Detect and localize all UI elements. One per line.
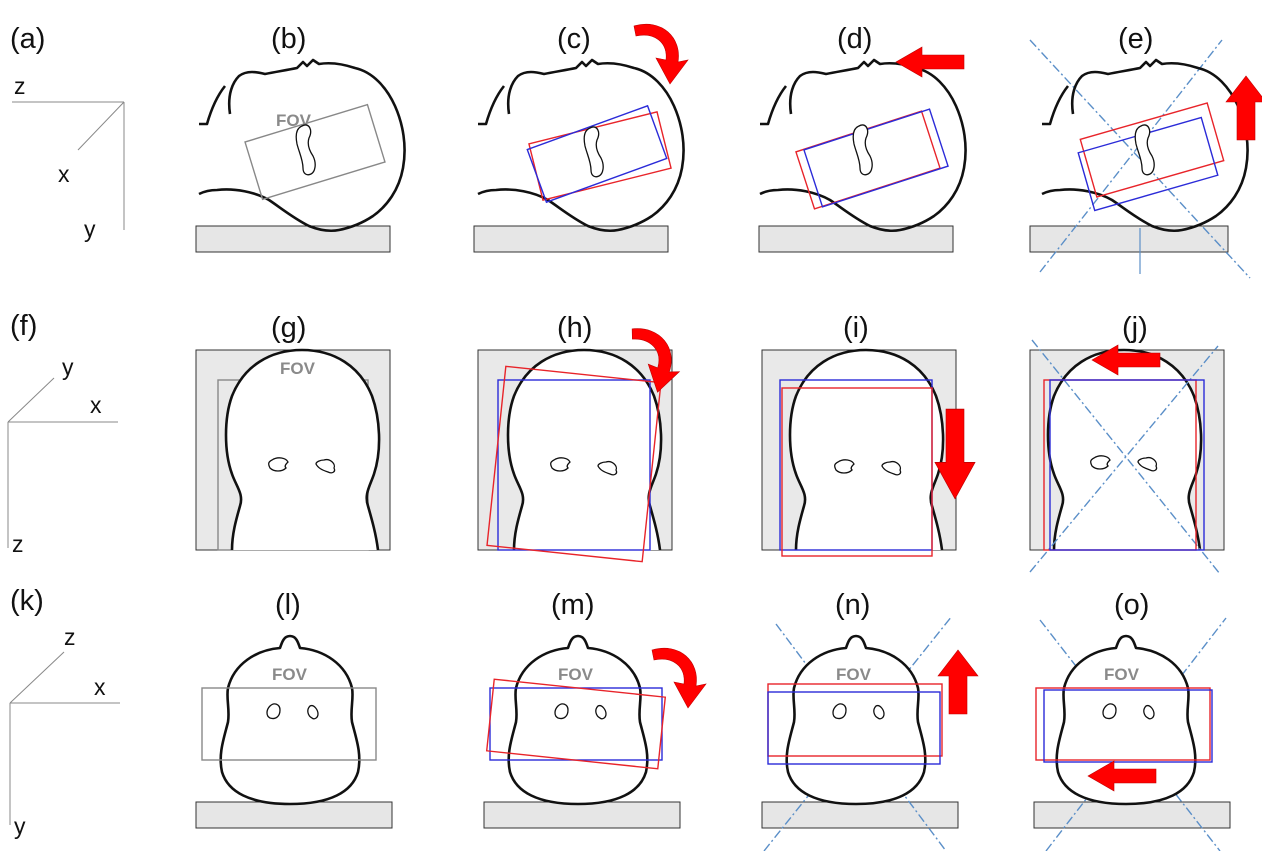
fov-label: FOV bbox=[558, 665, 594, 684]
panel-label-i: (i) bbox=[843, 312, 869, 344]
panel-label-f: (f) bbox=[10, 310, 37, 342]
panel-h bbox=[478, 327, 686, 562]
panel-label-k: (k) bbox=[10, 585, 44, 617]
panel-label-l: (l) bbox=[275, 589, 301, 621]
rotation-arrow-icon bbox=[652, 648, 706, 708]
axis-label-x: x bbox=[58, 161, 70, 187]
panel-g: FOV bbox=[196, 350, 390, 550]
panel-label-g: (g) bbox=[271, 312, 306, 344]
fov-label: FOV bbox=[280, 359, 316, 378]
panel-label-b: (b) bbox=[271, 23, 306, 55]
axis-label-z: z bbox=[64, 624, 76, 650]
panel-o: FOV bbox=[1034, 618, 1230, 851]
panel-l: FOV bbox=[196, 636, 392, 828]
panel-m: FOV bbox=[484, 636, 706, 828]
translation-arrow-icon bbox=[938, 650, 978, 714]
panel-b: FOV bbox=[196, 60, 405, 252]
panel-j bbox=[1030, 340, 1224, 574]
panel-n: FOV bbox=[762, 616, 978, 851]
panel-label-m: (m) bbox=[551, 589, 594, 621]
axis-label-x: x bbox=[94, 674, 106, 700]
fov-label: FOV bbox=[272, 665, 308, 684]
axis-label-y: y bbox=[14, 813, 26, 839]
fov-label: FOV bbox=[836, 665, 872, 684]
panel-label-d: (d) bbox=[837, 23, 872, 55]
panel-label-o: (o) bbox=[1114, 589, 1149, 621]
axis-label-x: x bbox=[90, 392, 102, 418]
axes-row3: z x y bbox=[10, 624, 120, 839]
axis-label-z: z bbox=[12, 531, 24, 557]
rotation-arrow-icon bbox=[634, 24, 688, 84]
panel-label-n: (n) bbox=[835, 589, 870, 621]
panel-i bbox=[762, 350, 975, 556]
panel-c bbox=[474, 24, 688, 252]
panel-d bbox=[759, 47, 966, 252]
panel-label-h: (h) bbox=[557, 312, 592, 344]
axis-label-z: z bbox=[14, 73, 26, 99]
axes-row1: z x y bbox=[12, 73, 124, 242]
panel-label-a: (a) bbox=[10, 23, 45, 55]
panel-label-c: (c) bbox=[557, 23, 591, 55]
panel-e bbox=[1030, 40, 1262, 278]
axis-label-y: y bbox=[62, 354, 74, 380]
panel-label-e: (e) bbox=[1118, 23, 1153, 55]
fov-label: FOV bbox=[1104, 665, 1140, 684]
axis-label-y: y bbox=[84, 216, 96, 242]
panel-label-j: (j) bbox=[1122, 312, 1148, 344]
axes-row2: y x z bbox=[8, 354, 118, 557]
translation-arrow-icon bbox=[1226, 76, 1262, 140]
